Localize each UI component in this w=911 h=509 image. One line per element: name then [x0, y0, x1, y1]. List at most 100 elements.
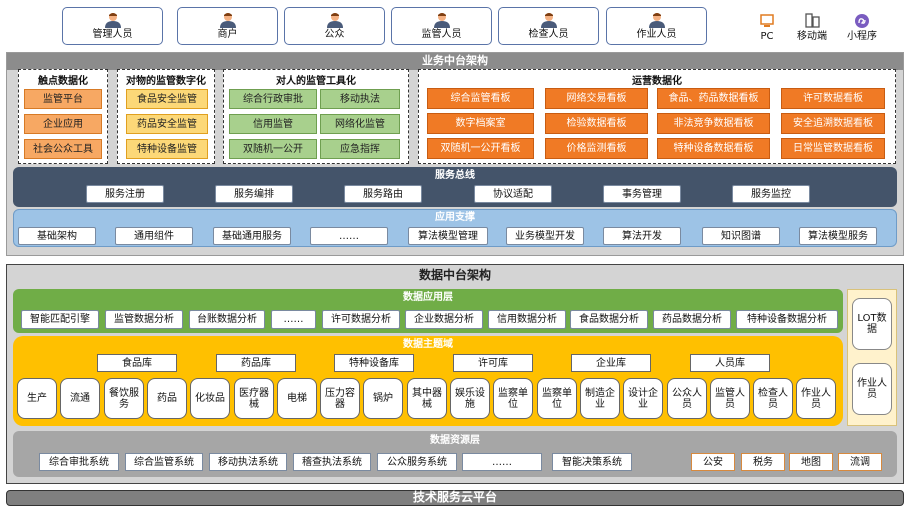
user-role-2: 公众	[284, 7, 385, 45]
subject-item: 监管人员	[710, 378, 750, 419]
data-app-item: 监管数据分析	[105, 310, 183, 329]
app-support-item: 算法模型服务	[799, 227, 877, 245]
user-role-label: 管理人员	[92, 29, 133, 40]
app-support-item: 通用组件	[115, 227, 193, 245]
subject-library: 药品库	[216, 354, 296, 372]
subject-library: 食品库	[97, 354, 177, 372]
people-supervision-item: 综合行政审批	[229, 89, 317, 109]
service-bus-item: 服务路由	[344, 185, 422, 203]
subject-item: 化妆品	[190, 378, 230, 419]
resource-system: 智能决策系统	[552, 453, 632, 471]
resource-system: 综合监管系统	[125, 453, 203, 471]
people-supervision-item: 应急指挥	[320, 139, 400, 159]
app-support-item: 知识图谱	[702, 227, 780, 245]
operations-dashboard-item: 日常监管数据看板	[781, 138, 885, 159]
operations-dashboard-item: 网络交易看板	[545, 88, 648, 109]
operations-dashboard-item: 特种设备数据看板	[657, 138, 770, 159]
service-bus-item: 服务编排	[215, 185, 293, 203]
terminal-2: 小程序	[840, 10, 884, 44]
data-app-item: ……	[271, 310, 316, 329]
data-resource-layer-title: 数据资源层	[430, 434, 480, 446]
user-role-4: 检查人员	[498, 7, 599, 45]
user-role-label: 作业人员	[636, 29, 677, 40]
operations-dashboard-item: 检验数据看板	[545, 113, 648, 134]
people-supervision-item: 移动执法	[320, 89, 400, 109]
subject-item: 餐饮服务	[104, 378, 144, 419]
terminal-label: 移动端	[797, 30, 827, 42]
operations-dashboard-item: 食品、药品数据看板	[657, 88, 770, 109]
object-supervision-title: 对物的监管数字化	[126, 76, 206, 87]
terminal-1: 移动端	[790, 10, 834, 44]
people-supervision-title: 对人的监管工具化	[276, 76, 356, 87]
subject-item: 监察单位	[493, 378, 533, 419]
subject-item: 制造企业	[580, 378, 620, 419]
user-role-label: 商户	[217, 29, 238, 40]
side-data-box: 作业人员	[852, 363, 892, 415]
operations-dashboard-item: 数字档案室	[427, 113, 534, 134]
touchpoint-item: 社会公众工具	[24, 139, 102, 159]
mobile-icon	[805, 12, 820, 28]
data-app-item: 信用数据分析	[488, 310, 566, 329]
user-role-label: 监管人员	[421, 29, 462, 40]
app-support-title: 应用支撑	[435, 212, 475, 223]
people-supervision-item: 信用监管	[229, 114, 317, 134]
operations-dashboard-item: 非法竞争数据看板	[657, 113, 770, 134]
app-support-item: 业务模型开发	[506, 227, 584, 245]
operations-dashboard-item: 综合监管看板	[427, 88, 534, 109]
service-bus-item: 协议适配	[474, 185, 552, 203]
person-icon	[219, 13, 236, 28]
object-supervision-item: 特种设备监管	[126, 139, 208, 159]
service-bus-item: 事务管理	[603, 185, 681, 203]
operations-dashboard-item: 许可数据看板	[781, 88, 885, 109]
app-support-item: 基础通用服务	[213, 227, 291, 245]
subject-library: 企业库	[571, 354, 651, 372]
data-subject-domain-title: 数据主题域	[403, 339, 453, 350]
object-supervision-item: 食品安全监管	[126, 89, 208, 109]
data-app-item: 智能匹配引擎	[21, 310, 99, 329]
app-support-item: 基础架构	[18, 227, 96, 245]
user-role-label: 公众	[324, 29, 345, 40]
subject-item: 其中器械	[407, 378, 447, 419]
touchpoint-item: 监管平台	[24, 89, 102, 109]
user-role-3: 监管人员	[391, 7, 492, 45]
subject-item: 监察单位	[537, 378, 577, 419]
data-platform-title: 数据中台架构	[418, 268, 491, 283]
data-app-item: 特种设备数据分析	[736, 310, 838, 329]
resource-system: ……	[462, 453, 542, 471]
service-bus-title: 服务总线	[435, 170, 475, 181]
subject-item: 药品	[147, 378, 187, 419]
resource-system: 稽查执法系统	[293, 453, 371, 471]
app-support-item: ……	[310, 227, 388, 245]
tech-cloud-platform-bar: 技术服务云平台	[6, 490, 904, 506]
external-resource: 流调	[838, 453, 882, 471]
data-app-item: 企业数据分析	[405, 310, 483, 329]
subject-item: 作业人员	[796, 378, 836, 419]
data-app-layer-title: 数据应用层	[403, 292, 453, 303]
user-role-1: 商户	[177, 7, 278, 45]
object-supervision-item: 药品安全监管	[126, 114, 208, 134]
terminal-label: PC	[760, 30, 774, 42]
mini-program-icon	[855, 13, 869, 28]
subject-item: 流通	[60, 378, 100, 419]
operations-dashboard-item: 双随机一公开看板	[427, 138, 534, 159]
subject-item: 设计企业	[623, 378, 663, 419]
subject-item: 医疗器械	[234, 378, 274, 419]
pc-icon	[760, 13, 774, 27]
subject-library: 许可库	[453, 354, 533, 372]
subject-item: 电梯	[277, 378, 317, 419]
people-supervision-item: 双随机一公开	[229, 139, 317, 159]
subject-item: 生产	[17, 378, 57, 419]
external-resource: 税务	[741, 453, 785, 471]
external-resource: 公安	[691, 453, 735, 471]
resource-system: 移动执法系统	[209, 453, 287, 471]
business-platform-title: 业务中台架构	[7, 53, 903, 70]
subject-item: 公众人员	[667, 378, 707, 419]
service-bus-item: 服务监控	[732, 185, 810, 203]
external-resource: 地图	[789, 453, 833, 471]
person-icon	[540, 13, 557, 28]
data-app-item: 许可数据分析	[322, 310, 400, 329]
data-app-item: 台账数据分析	[189, 310, 265, 329]
resource-system: 公众服务系统	[377, 453, 457, 471]
app-support-item: 算法模型管理	[408, 227, 488, 245]
subject-item: 压力容器	[320, 378, 360, 419]
